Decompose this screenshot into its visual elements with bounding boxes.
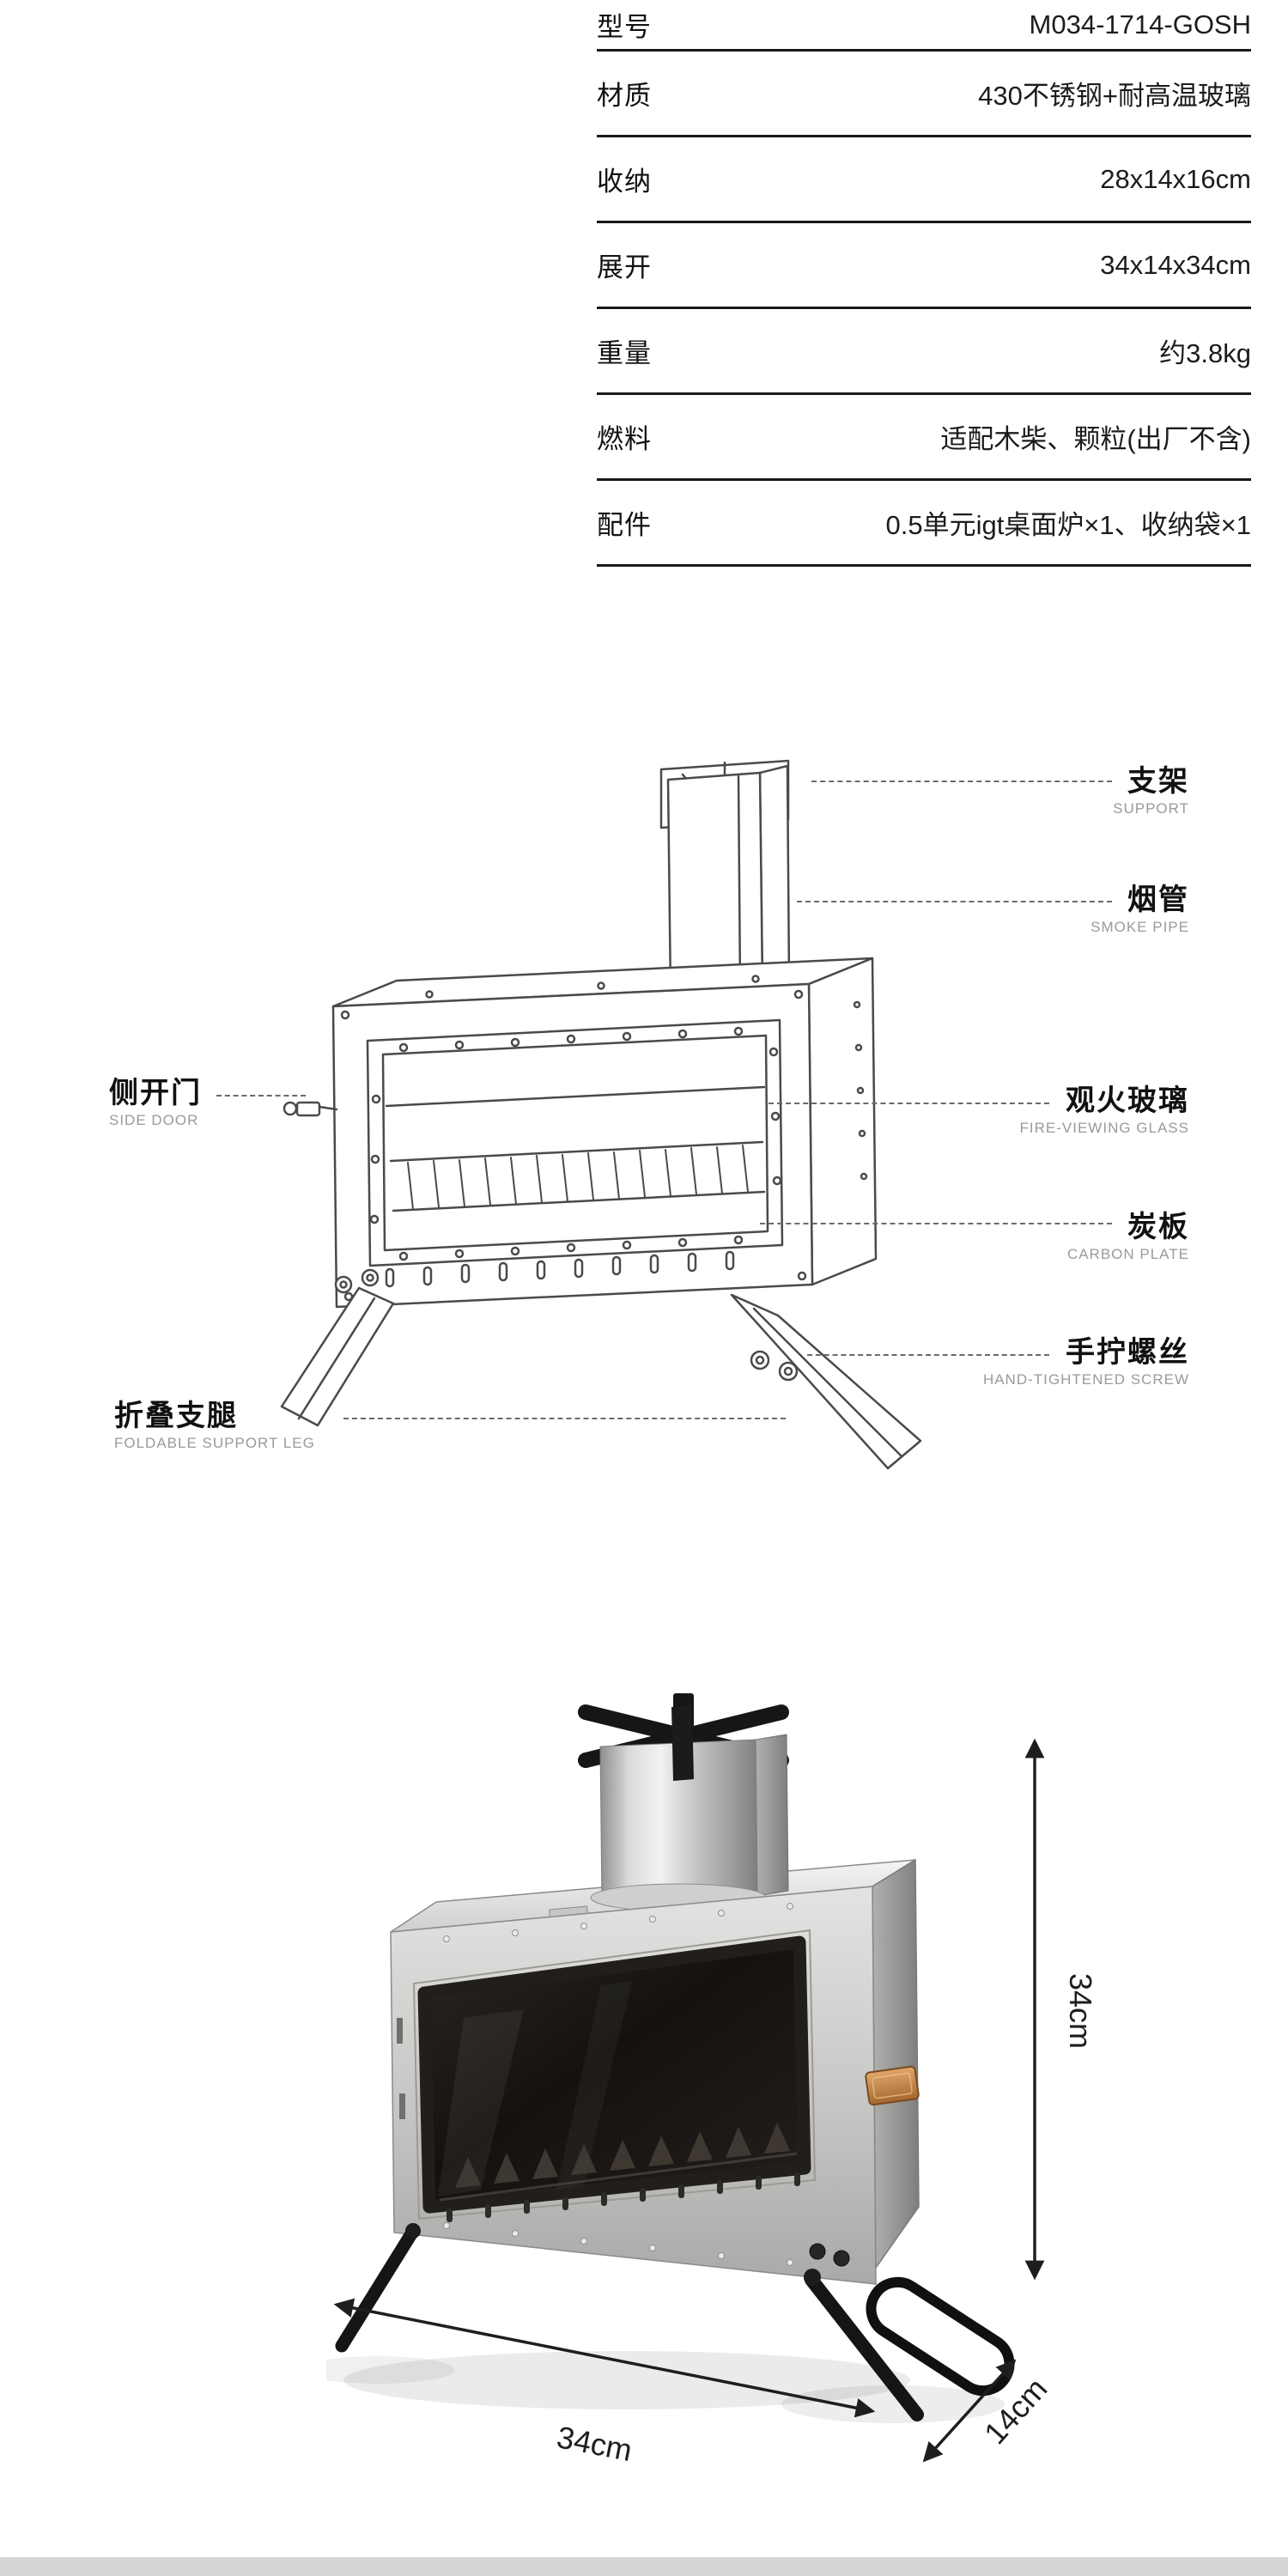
hand-screws-drawing — [334, 1268, 799, 1382]
spec-row-weight: 重量 约3.8kg — [597, 309, 1251, 395]
spec-label: 重量 — [597, 338, 652, 368]
callout-support-zh: 支架 — [1127, 765, 1189, 798]
callout-foldable-support-leg-zh: 折叠支腿 — [114, 1400, 238, 1432]
callout-leader-line-smoke-pipe — [797, 901, 1112, 902]
callout-side-door-en: SIDE DOOR — [109, 1111, 199, 1128]
spec-value: 34x14x34cm — [1100, 249, 1251, 280]
side-door-latch — [283, 1101, 338, 1117]
spec-label: 燃料 — [597, 424, 652, 454]
callout-fire-viewing-glass: 观火玻璃 FIRE-VIEWING GLASS — [1019, 1084, 1189, 1136]
photo-hand-screws — [809, 2243, 850, 2267]
callout-fire-viewing-glass-en: FIRE-VIEWING GLASS — [1019, 1119, 1189, 1136]
vent-slots — [385, 1250, 735, 1288]
callout-support-en: SUPPORT — [1113, 799, 1189, 817]
fire-viewing-window-drawing — [366, 1018, 784, 1267]
dimension-height-label: 34cm — [1063, 1973, 1098, 2049]
spec-value: 28x14x16cm — [1100, 163, 1251, 194]
callout-leader-line-support — [811, 781, 1112, 782]
callout-hand-tightened-screw-en: HAND-TIGHTENED SCREW — [982, 1370, 1189, 1388]
spec-value: 430不锈钢+耐高温玻璃 — [978, 81, 1251, 111]
spec-row-model: 型号 M034-1714-GOSH — [597, 0, 1251, 52]
stove-photo-art: 34cm 34cm 14cm — [326, 1693, 1098, 2468]
foldable-legs-drawing — [280, 1286, 922, 1470]
spec-table: 型号 M034-1714-GOSH 材质 430不锈钢+耐高温玻璃 收纳 28x… — [597, 0, 1251, 567]
callout-leader-line-leg — [343, 1418, 786, 1419]
callout-foldable-support-leg: 折叠支腿 FOLDABLE SUPPORT LEG — [114, 1400, 315, 1451]
spec-row-accessories: 配件 0.5单元igt桌面炉×1、收纳袋×1 — [597, 481, 1251, 567]
spec-label: 材质 — [597, 81, 652, 111]
brand-badge — [865, 2065, 920, 2106]
spec-label: 收纳 — [597, 167, 652, 197]
callout-smoke-pipe: 烟管 SMOKE PIPE — [1091, 884, 1189, 935]
spec-row-packed-size: 收纳 28x14x16cm — [597, 137, 1251, 223]
stove-line-art — [280, 759, 922, 1470]
callout-support: 支架 SUPPORT — [1113, 765, 1189, 817]
callout-carbon-plate: 炭板 CARBON PLATE — [1067, 1212, 1189, 1262]
callout-leader-line-screw — [807, 1354, 1049, 1356]
spec-row-fuel: 燃料 适配木柴、颗粒(出厂不含) — [597, 395, 1251, 481]
spec-label: 型号 — [597, 12, 652, 42]
callout-smoke-pipe-zh: 烟管 — [1127, 884, 1189, 916]
callout-leader-line-side-door — [216, 1095, 306, 1097]
callout-hand-tightened-screw-zh: 手拧螺丝 — [1066, 1336, 1189, 1369]
spec-value: M034-1714-GOSH — [1029, 9, 1251, 39]
dimension-width-label: 34cm — [554, 2419, 635, 2468]
callout-fire-viewing-glass-zh: 观火玻璃 — [1066, 1084, 1189, 1117]
spec-row-unfolded-size: 展开 34x14x34cm — [597, 223, 1251, 309]
spec-value: 0.5单元igt桌面炉×1、收纳袋×1 — [885, 510, 1251, 540]
carbon-plate-fins — [407, 1145, 749, 1210]
spec-value: 适配木柴、颗粒(出厂不含) — [940, 424, 1251, 454]
spec-row-material: 材质 430不锈钢+耐高温玻璃 — [597, 52, 1251, 137]
photo-vent-slots — [447, 2172, 800, 2222]
spec-label: 配件 — [597, 510, 652, 540]
photo-body-side — [872, 1858, 920, 2270]
smoke-pipe-drawing — [666, 764, 791, 996]
callout-leader-line-carbon-plate — [760, 1223, 1112, 1224]
callout-carbon-plate-zh: 炭板 — [1127, 1211, 1189, 1243]
callout-side-door: 侧开门 SIDE DOOR — [109, 1078, 202, 1128]
bottom-divider — [0, 2557, 1288, 2576]
photo-window — [412, 1929, 817, 2221]
width-arrow — [333, 2298, 876, 2418]
callout-leader-line-glass — [769, 1103, 1049, 1104]
spec-label: 展开 — [597, 252, 652, 283]
callout-hand-tightened-screw: 手拧螺丝 HAND-TIGHTENED SCREW — [982, 1336, 1189, 1388]
photo-rivets — [443, 1903, 793, 2266]
dimension-arrows — [333, 1738, 1045, 2463]
callout-smoke-pipe-en: SMOKE PIPE — [1091, 918, 1189, 935]
frame-rivets — [369, 1026, 782, 1261]
photo-chimney — [590, 1705, 789, 1912]
callout-carbon-plate-en: CARBON PLATE — [1066, 1245, 1189, 1262]
depth-arrow — [922, 2359, 1017, 2463]
spec-value: 约3.8kg — [1159, 338, 1251, 368]
callout-foldable-support-leg-en: FOLDABLE SUPPORT LEG — [114, 1434, 315, 1451]
photo-carbon-plate-fins — [455, 2123, 790, 2188]
callout-side-door-zh: 侧开门 — [109, 1077, 202, 1109]
